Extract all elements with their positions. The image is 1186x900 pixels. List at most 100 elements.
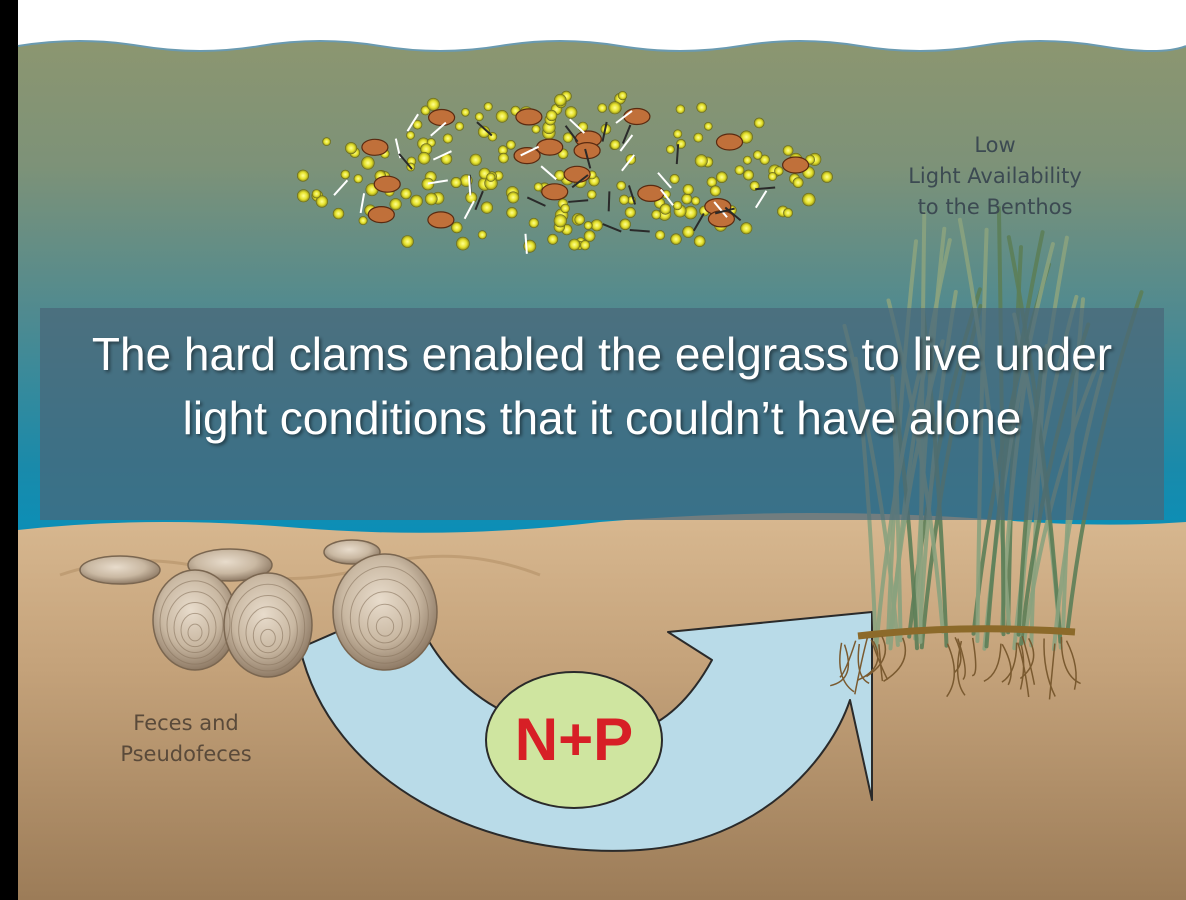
feces-line-1: Feces and [86,708,286,739]
plankton-cell [580,240,590,250]
zooplankton [783,157,809,173]
plankton-cell [673,201,682,210]
diatom [525,234,526,254]
zooplankton [516,109,542,125]
zooplankton [429,110,455,126]
plankton-cell [692,197,700,205]
zooplankton [428,212,454,228]
zooplankton [624,109,650,125]
zooplankton [638,185,664,201]
diatom [469,176,470,196]
plankton-cell [297,190,309,202]
plankton-cell [456,237,469,250]
plankton-cell [312,190,321,199]
plankton-cell [741,223,752,234]
zooplankton [368,207,394,223]
diatom [677,144,678,164]
plankton-cell [451,177,461,187]
plankton-cell [341,170,350,179]
plankton-cell [455,122,463,130]
clam-shell [333,554,437,670]
plankton-cell [704,122,712,130]
zooplankton [537,139,563,155]
plankton-cell [753,151,762,160]
plankton-cell [496,110,508,122]
plankton-cell [508,192,519,203]
plankton-cell [598,104,607,113]
plankton-cell [506,140,515,149]
plankton-cell [554,215,567,228]
plankton-cell [575,215,585,225]
plankton-cell [323,138,331,146]
plankton-cell [754,118,764,128]
plankton-cell [735,166,744,175]
plankton-cell [695,155,707,167]
plankton-cell [401,188,412,199]
plankton-cell [697,103,707,113]
plankton-cell [425,193,437,205]
plankton-cell [499,153,509,163]
plankton-cell [470,154,482,166]
plankton-cell [345,142,356,153]
feces-label: Feces and Pseudofeces [86,708,286,770]
plankton-cell [443,134,452,143]
plankton-cell [660,204,671,215]
plankton-cell [411,195,423,207]
zooplankton [514,148,540,164]
plankton-cell [569,239,580,250]
plankton-cell [565,107,577,119]
plankton-cell [333,208,344,219]
plankton-cell [532,125,540,133]
nutrient-label: N+P [489,700,659,780]
plankton-cell [591,220,602,231]
plankton-cell [666,145,674,153]
plankton-cell [529,218,539,228]
plankton-cell [418,152,430,164]
plankton-cell [694,133,703,142]
plankton-cell [682,194,692,204]
plankton-cell [619,195,629,205]
plankton-cell [716,172,727,183]
plankton-cell [652,210,661,219]
plankton-cell [554,94,566,106]
plankton-cell [618,91,627,100]
plankton-cell [783,208,792,217]
plankton-cell [561,204,570,213]
plankton-cell [584,231,595,242]
plankton-cell [683,226,694,237]
plankton-cell [610,140,620,150]
plankton-cell [427,98,439,110]
plankton-cell [362,157,375,170]
plankton-cell [587,190,596,199]
low-light-line-2: Light Availability [880,161,1110,192]
low-light-line-1: Low [880,130,1110,161]
plankton-cell [671,234,682,245]
plankton-cell [475,113,483,121]
plankton-cell [620,219,631,230]
zooplankton [717,134,743,150]
zooplankton [362,139,388,155]
low-light-label: Low Light Availability to the Benthos [880,130,1110,223]
plankton-cell [743,170,753,180]
plankton-cell [625,207,635,217]
diatom [630,230,650,231]
plankton-cell [674,130,682,138]
plankton-cell [676,105,685,114]
plankton-cell [670,174,679,183]
low-light-line-3: to the Benthos [880,192,1110,223]
plankton-cell [478,231,486,239]
plankton-cell [655,230,664,239]
diatom [609,191,610,211]
plankton-cell [783,146,793,156]
plankton-cell [694,236,705,247]
plankton-cell [402,236,414,248]
plankton-cell [821,171,832,182]
plankton-cell [802,193,815,206]
plankton-cell [422,178,434,190]
plankton-cell [354,174,363,183]
plankton-cell [584,221,592,229]
plankton-cell [743,156,751,164]
plankton-cell [507,207,518,218]
zooplankton [708,211,734,227]
